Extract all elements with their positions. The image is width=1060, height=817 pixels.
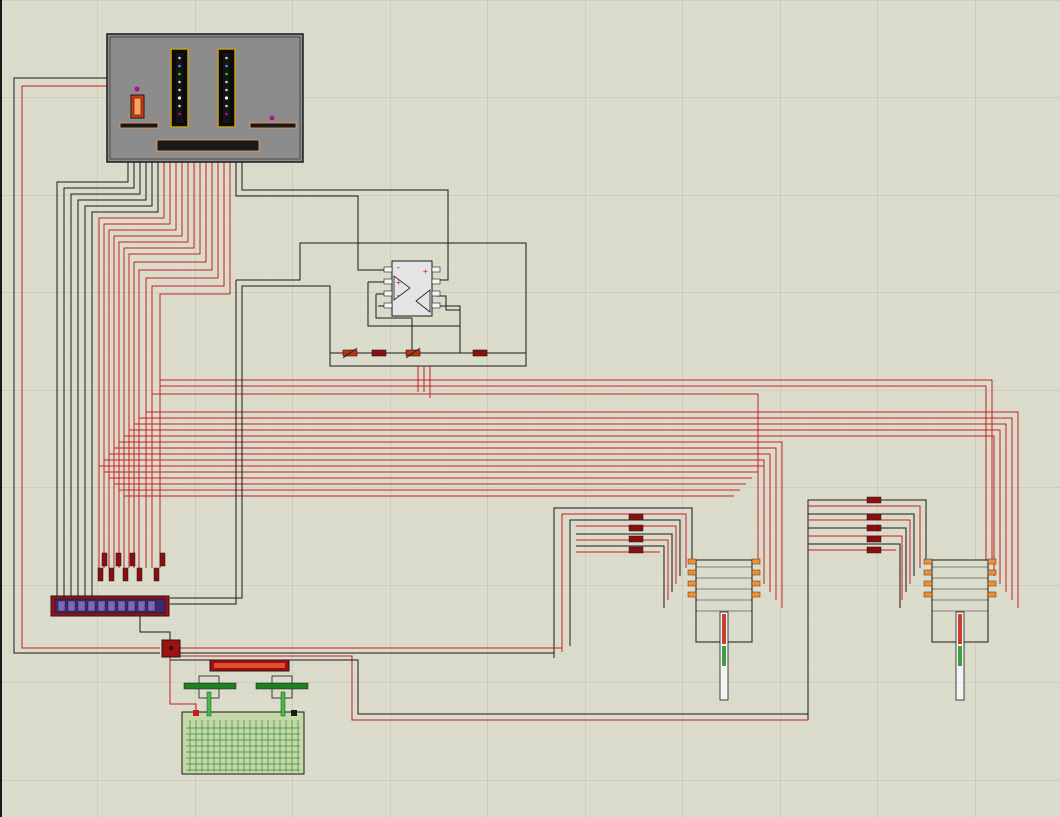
resistor-stack-right bbox=[866, 496, 882, 554]
resistor-icon[interactable] bbox=[136, 567, 143, 582]
resistor-icon[interactable] bbox=[108, 567, 115, 582]
sensor-icon[interactable] bbox=[923, 558, 997, 701]
toggle-switch-icon[interactable] bbox=[130, 86, 145, 119]
svg-text:+: + bbox=[423, 267, 428, 276]
resistor-icon[interactable] bbox=[472, 349, 488, 357]
op-amp-icon[interactable]: + - + - bbox=[383, 260, 441, 317]
left-label-plate bbox=[119, 122, 159, 129]
resistor-icon[interactable] bbox=[122, 567, 129, 582]
resistor-icon[interactable] bbox=[628, 524, 644, 532]
svg-text:-: - bbox=[396, 263, 401, 272]
resistor-icon[interactable] bbox=[115, 552, 122, 567]
panel-inner bbox=[109, 36, 301, 160]
wire-layer bbox=[13, 77, 1019, 721]
resistor-icon[interactable] bbox=[866, 513, 882, 521]
resistor-icon[interactable] bbox=[866, 546, 882, 554]
resistor-icon[interactable] bbox=[97, 567, 104, 582]
led-bar-right bbox=[217, 48, 236, 128]
right-label-plate bbox=[249, 122, 297, 129]
led-bar-left bbox=[170, 48, 189, 128]
resistor-icon[interactable] bbox=[628, 535, 644, 543]
resistor-icon[interactable] bbox=[866, 496, 882, 504]
resistor-icon[interactable] bbox=[628, 513, 644, 521]
control-panel[interactable] bbox=[106, 33, 304, 163]
connector-icon[interactable] bbox=[50, 595, 170, 617]
potentiometer-icon[interactable] bbox=[405, 347, 421, 359]
resistor-icon[interactable] bbox=[371, 349, 387, 357]
junction-block[interactable] bbox=[161, 639, 181, 658]
resistor-array bbox=[97, 552, 166, 582]
svg-text:+: + bbox=[396, 278, 401, 287]
resistor-icon[interactable] bbox=[129, 552, 136, 567]
sensor-icon[interactable] bbox=[687, 558, 761, 701]
led-icon bbox=[134, 86, 140, 92]
resistor-icon[interactable] bbox=[866, 535, 882, 543]
resistor-stack-left bbox=[628, 513, 644, 554]
resistor-icon[interactable] bbox=[153, 567, 160, 582]
svg-text:-: - bbox=[396, 291, 401, 300]
potentiometer-icon[interactable] bbox=[342, 347, 358, 359]
led-icon bbox=[269, 115, 275, 121]
resistor-icon[interactable] bbox=[101, 552, 108, 567]
battery-icon[interactable] bbox=[181, 659, 309, 775]
bottom-label-plate bbox=[156, 139, 260, 152]
resistor-icon[interactable] bbox=[628, 546, 644, 554]
resistor-icon[interactable] bbox=[866, 524, 882, 532]
resistor-icon[interactable] bbox=[159, 552, 166, 567]
